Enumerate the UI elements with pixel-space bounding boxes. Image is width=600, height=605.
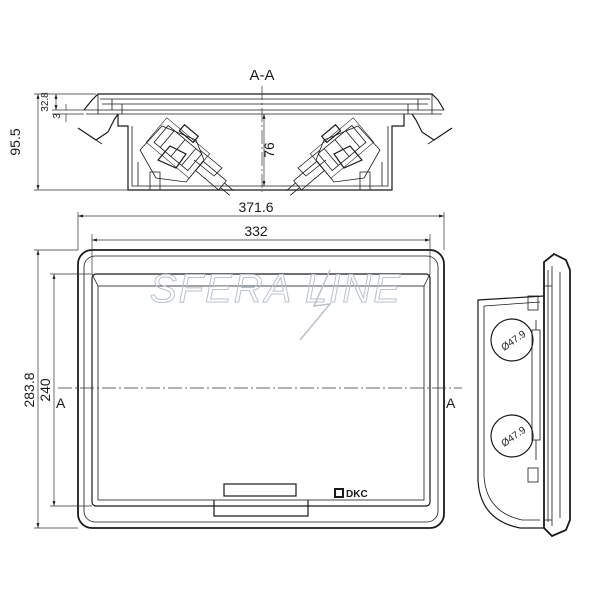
section-box-body <box>117 114 405 191</box>
knockout-top-label: Ø47.9 <box>500 329 529 354</box>
section-mark-left: A <box>56 395 66 411</box>
section-mark-right: A <box>446 395 456 411</box>
right-socket-frame <box>297 125 381 183</box>
watermark-text: SFERA LINE <box>150 267 402 311</box>
brand-logo: DKC <box>334 488 368 500</box>
lid-frame <box>91 273 431 507</box>
front-view: DKC SFERA LINE A A 371.6 332 283.8 240 <box>21 199 462 529</box>
section-view: A-A <box>7 67 453 196</box>
cable-outlet <box>213 500 309 517</box>
left-socket-frame <box>139 125 223 183</box>
watermark: SFERA LINE <box>150 267 402 341</box>
knockout-bottom-label: Ø47.9 <box>500 425 529 450</box>
side-flange <box>543 252 571 538</box>
dim-flange-thickness: 3 <box>52 113 63 119</box>
front-width-dimensions <box>77 212 445 274</box>
dim-inner-height: 240 <box>37 378 53 402</box>
dim-outer-width: 371.6 <box>238 199 273 215</box>
section-dimensions <box>34 93 266 191</box>
knockout-bottom: Ø47.9 <box>490 414 534 458</box>
dim-outer-height: 283.8 <box>21 372 37 407</box>
brand-logo-text: DKC <box>346 489 368 500</box>
dim-inner-width: 332 <box>244 223 268 239</box>
section-title: A-A <box>249 67 274 84</box>
dim-box-depth: 76 <box>261 142 277 158</box>
front-height-dimensions <box>34 249 92 529</box>
side-view: Ø47.9 Ø47.9 <box>477 252 571 538</box>
outer-frame <box>77 249 445 529</box>
section-flange <box>77 93 453 145</box>
dim-flange-height: 32.8 <box>40 92 51 112</box>
knockout-top: Ø47.9 <box>490 318 534 362</box>
side-box-body <box>477 295 545 529</box>
side-clips <box>527 295 541 483</box>
lid-latch <box>223 483 297 497</box>
dim-overall-height: 95.5 <box>7 128 23 155</box>
lid-panel <box>97 285 425 501</box>
